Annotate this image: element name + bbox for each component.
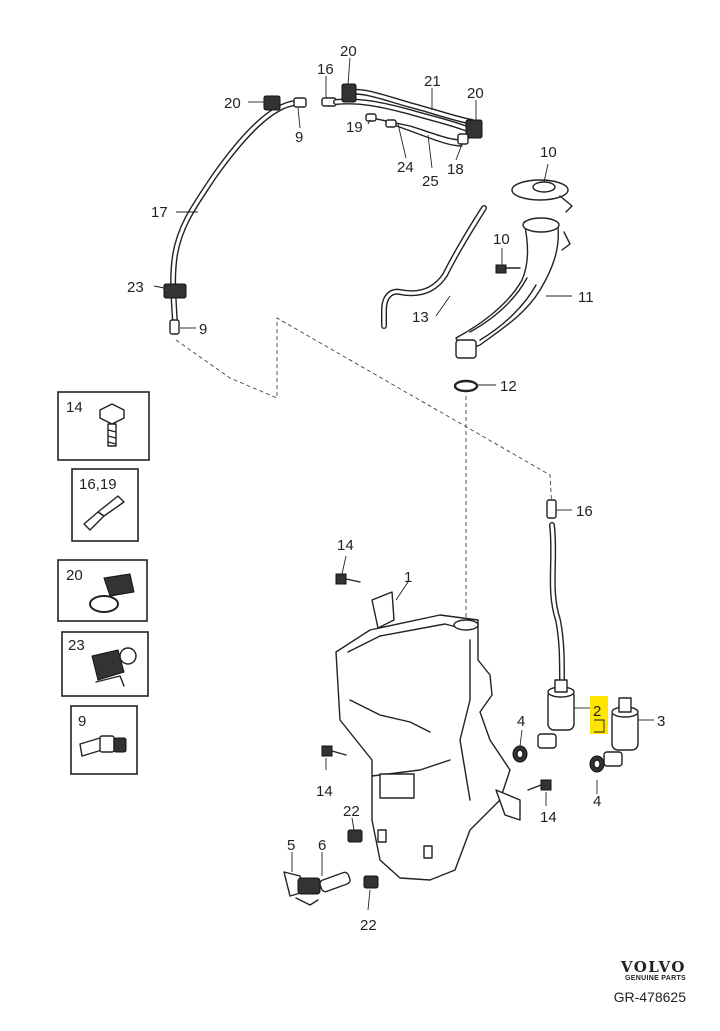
callout-24: 24: [397, 159, 414, 176]
breather-hose: [381, 205, 487, 329]
legend-label: 9: [78, 713, 86, 730]
o-ring: [453, 379, 479, 393]
callout-1: 1: [404, 569, 412, 586]
callout-12: 12: [500, 378, 517, 395]
callout-20: 20: [340, 43, 357, 60]
callout-16: 16: [317, 61, 334, 78]
callout-22: 22: [360, 917, 377, 934]
callout-17: 17: [151, 204, 168, 221]
legend-box-16-19: 16,19: [71, 468, 139, 542]
callout-labels: 20 16 20 21 20 9 19 24 25 18 17 23 9 10 …: [127, 43, 665, 934]
callout-14: 14: [540, 809, 557, 826]
washer-reservoir: [335, 591, 521, 881]
callout-2: 2: [593, 703, 601, 720]
legend-box-23: 23: [61, 631, 149, 697]
legend-label: 16,19: [79, 476, 117, 493]
level-sensor: [283, 871, 351, 906]
bolts: [321, 573, 552, 791]
callout-18: 18: [447, 161, 464, 178]
highlight-bracket: [594, 719, 605, 733]
legend-label: 14: [66, 399, 83, 416]
callout-9: 9: [295, 129, 303, 146]
callout-10: 10: [540, 144, 557, 161]
legend-box-9: 9: [70, 705, 138, 775]
filler-neck-assembly: [455, 179, 573, 359]
callout-6: 6: [318, 837, 326, 854]
callout-11: 11: [578, 289, 594, 306]
washer-hose-assembly: [163, 83, 483, 335]
callout-21: 21: [424, 73, 441, 90]
grommets: [512, 745, 605, 773]
callout-14: 14: [337, 537, 354, 554]
dashed-reference-lines: [175, 317, 553, 625]
legend-label: 23: [68, 637, 85, 654]
callout-3: 3: [657, 713, 665, 730]
clips: [347, 829, 379, 889]
callout-9: 9: [199, 321, 207, 338]
brand-logo: VOLVO GENUINE PARTS: [621, 958, 686, 982]
callout-20: 20: [224, 95, 241, 112]
callout-4: 4: [593, 793, 601, 810]
pump-hose: [546, 499, 565, 683]
callout-10: 10: [493, 231, 510, 248]
callout-22: 22: [343, 803, 360, 820]
leader-lines: [153, 57, 654, 911]
brand-name: VOLVO: [620, 958, 686, 976]
callout-20: 20: [467, 85, 484, 102]
callout-19: 19: [346, 119, 363, 136]
callout-5: 5: [287, 837, 295, 854]
diagram-code: GR-478625: [613, 989, 686, 1005]
callout-25: 25: [422, 173, 439, 190]
legend-label: 20: [66, 567, 83, 584]
callout-14: 14: [316, 783, 333, 800]
callout-23: 23: [127, 279, 144, 296]
callout-16: 16: [576, 503, 593, 520]
callout-13: 13: [412, 309, 429, 326]
legend-box-14: 14: [57, 391, 150, 461]
washer-pumps: [537, 679, 639, 767]
highlight-box: [590, 696, 608, 734]
brand-tagline: GENUINE PARTS: [625, 975, 686, 982]
callout-4: 4: [517, 713, 525, 730]
legend-box-20: 20: [57, 559, 148, 622]
